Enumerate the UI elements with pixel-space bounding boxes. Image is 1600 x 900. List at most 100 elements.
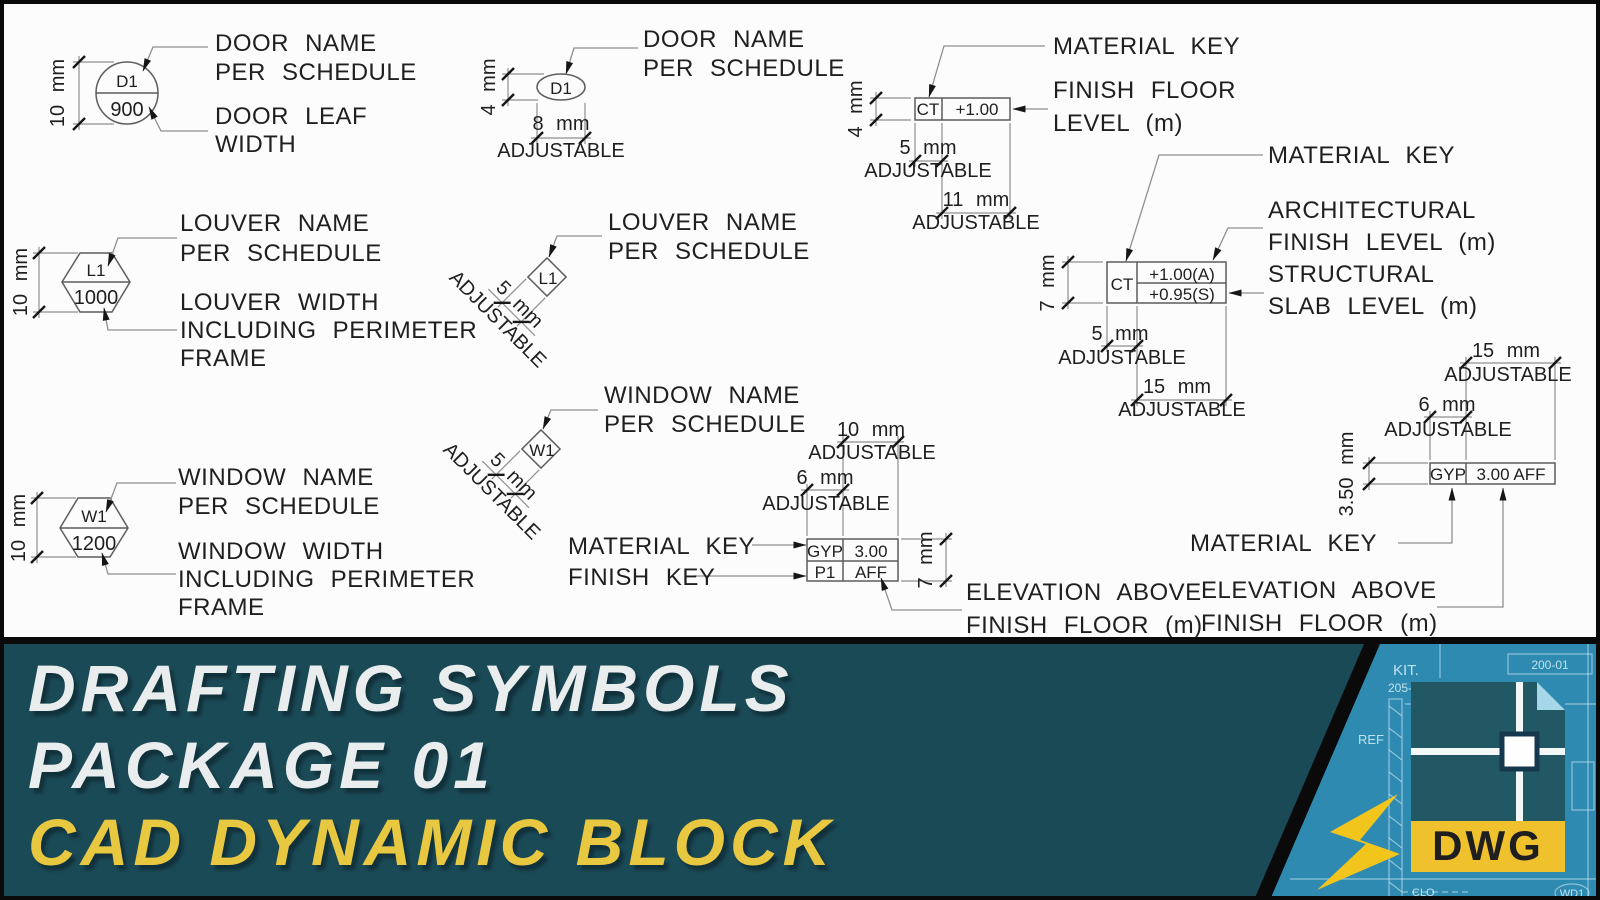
ff-material-key: CT [917, 100, 940, 119]
et-dim-col: 6 mm [797, 467, 854, 489]
et-value: 3.00 [854, 542, 887, 561]
door-leaf-label-1: DOOR LEAF [215, 103, 367, 130]
es-elev-label-2: FINISH FLOOR (m) [1201, 610, 1438, 637]
et-elev-label-1: ELEVATION ABOVE [966, 579, 1202, 606]
window-width-value: 1200 [72, 533, 117, 555]
louver-name-label-2: PER SCHEDULE [180, 240, 382, 267]
banner-title-line2: PACKAGE 01 [28, 728, 495, 802]
ff-height-dim: 4 mm [845, 81, 867, 138]
finish-floor-box [914, 97, 1011, 121]
et-finish: P1 [815, 563, 836, 582]
elevation-single-box [1429, 462, 1556, 485]
window-name-label-1: WINDOW NAME [178, 464, 374, 491]
louver-tag-diamond [526, 256, 568, 298]
dwg-logo-icon: DWG [1411, 682, 1565, 872]
title-banner: 200-01 KIT. 205- REF CLO WD1 [0, 637, 1600, 900]
es-material-label: MATERIAL KEY [1190, 530, 1377, 557]
et-dim-right: 7 mm [915, 532, 937, 589]
as-dim2-note: ADJUSTABLE [1118, 399, 1245, 421]
window-adj-label-1: WINDOW NAME [604, 382, 800, 409]
louver-width-label-2: INCLUDING PERIMETER [180, 317, 477, 344]
as-struct-label-1: STRUCTURAL [1268, 261, 1434, 288]
as-dim1-note: ADJUSTABLE [1058, 347, 1185, 369]
door-name-label-2: PER SCHEDULE [215, 59, 417, 86]
as-arch-label-1: ARCHITECTURAL [1268, 197, 1476, 224]
window-schedule-symbol: W1 1200 10 mm WINDOW NAME PER SCHEDULE W… [8, 464, 475, 621]
es-dim-col-note: ADJUSTABLE [1384, 419, 1511, 441]
finish-floor-level-symbol: CT +1.00 4 mm 5 mm ADJUSTABLE 11 mm ADJU… [845, 33, 1240, 234]
louver-adj-tag: L1 [539, 269, 558, 288]
door-tag-ellipse [536, 73, 586, 101]
et-finish-label: FINISH KEY [568, 564, 715, 591]
ff-level-value: +1.00 [955, 100, 998, 119]
as-struct-value: +0.95(S) [1149, 285, 1215, 304]
louver-adj-label-2: PER SCHEDULE [608, 238, 810, 265]
door-adj-label-1: DOOR NAME [643, 26, 805, 53]
blueprint-label-num: 205- [1388, 681, 1412, 695]
ff-level-label-1: FINISH FLOOR [1053, 77, 1236, 104]
folded-corner-icon [1537, 682, 1565, 710]
arch-struct-level-symbol: CT +1.00(A) +0.95(S) 7 mm 5 mm ADJUSTABL… [1037, 142, 1496, 421]
banner-title-block: DRAFTING SYMBOLS PACKAGE 01 CAD DYNAMIC … [28, 650, 835, 881]
elevation-single-symbol: GYP 3.00 AFF 3.50 mm 6 mm ADJUSTABLE 15 … [1190, 340, 1572, 637]
ff-dim2: 11 mm [943, 189, 1010, 211]
window-height-dim: 10 mm [8, 494, 30, 562]
door-tag: D1 [116, 72, 138, 91]
door-adj-tag: D1 [550, 79, 572, 98]
door-adjustable-symbol: D1 4 mm 8 mm ADJUSTABLE DOOR NAME PER SC… [478, 26, 845, 162]
as-arch-value: +1.00(A) [1149, 265, 1215, 284]
door-width-value: 900 [110, 99, 143, 121]
ff-level-label-2: LEVEL (m) [1053, 110, 1183, 137]
door-adj-height-dim: 4 mm [478, 59, 500, 116]
louver-width-label-1: LOUVER WIDTH [180, 289, 379, 316]
es-material: GYP [1430, 465, 1466, 484]
window-adj-tag: W1 [529, 441, 555, 460]
as-material-label: MATERIAL KEY [1268, 142, 1455, 169]
et-material-label: MATERIAL KEY [568, 533, 755, 560]
as-height-dim: 7 mm [1037, 255, 1059, 312]
louver-schedule-symbol: L1 1000 10 mm LOUVER NAME PER SCHEDULE L… [10, 210, 477, 372]
louver-adj-label-1: LOUVER NAME [608, 209, 797, 236]
as-struct-label-2: SLAB LEVEL (m) [1268, 293, 1478, 320]
drafting-symbols-canvas: D1 900 10 mm DOOR NAME PER SCHEDULE DOOR… [8, 26, 1572, 639]
louver-adjustable-symbol: 5 mm ADJUSTABLE L1 LOUVER NAME PER SCHED… [445, 209, 810, 372]
window-tag: W1 [81, 507, 107, 526]
door-adj-label-2: PER SCHEDULE [643, 55, 845, 82]
window-name-label-2: PER SCHEDULE [178, 493, 380, 520]
ff-material-label: MATERIAL KEY [1053, 33, 1240, 60]
window-adjustable-symbol: 5 mm ADJUSTABLE W1 WINDOW NAME PER SCHED… [439, 382, 806, 544]
louver-width-value: 1000 [74, 287, 119, 309]
door-schedule-symbol: D1 900 10 mm DOOR NAME PER SCHEDULE DOOR… [47, 30, 417, 158]
louver-width-label-3: FRAME [180, 345, 267, 372]
door-adj-width-dim: 8 mm [533, 113, 590, 135]
et-material: GYP [807, 542, 843, 561]
es-dim-top-note: ADJUSTABLE [1444, 364, 1571, 386]
et-dim-top: 10 mm [837, 419, 905, 441]
et-dim-col-note: ADJUSTABLE [762, 493, 889, 515]
ff-dim2-note: ADJUSTABLE [912, 212, 1039, 234]
elevation-table-box [806, 538, 899, 582]
window-adj-label-2: PER SCHEDULE [604, 411, 806, 438]
blueprint-label-kit: KIT. [1393, 662, 1419, 679]
et-elev-label-2: FINISH FLOOR (m) [966, 612, 1203, 639]
door-name-label-1: DOOR NAME [215, 30, 377, 57]
window-tag-diamond [520, 428, 562, 470]
dwg-logo-text: DWG [1432, 822, 1544, 869]
as-arch-label-2: FINISH LEVEL (m) [1268, 229, 1496, 256]
window-width-label-3: FRAME [178, 594, 265, 621]
blueprint-label-ref: REF [1358, 732, 1384, 747]
es-dim-top: 15 mm [1472, 340, 1540, 362]
et-dim-top-note: ADJUSTABLE [808, 442, 935, 464]
as-material-key: CT [1111, 275, 1134, 294]
blueprint-label-sheet: 200-01 [1531, 658, 1569, 672]
elevation-table-symbol: GYP 3.00 P1 AFF 10 mm ADJUSTABLE 6 mm AD… [568, 419, 1203, 639]
crosshair-square [1499, 731, 1540, 772]
es-elev-label-1: ELEVATION ABOVE [1201, 577, 1437, 604]
ff-dim1-note: ADJUSTABLE [864, 160, 991, 182]
louver-name-label-1: LOUVER NAME [180, 210, 369, 237]
diagonal-stripe [1254, 644, 1380, 900]
louver-height-dim: 10 mm [10, 248, 32, 316]
es-height-dim: 3.50 mm [1336, 432, 1358, 517]
door-height-dim: 10 mm [47, 59, 69, 127]
